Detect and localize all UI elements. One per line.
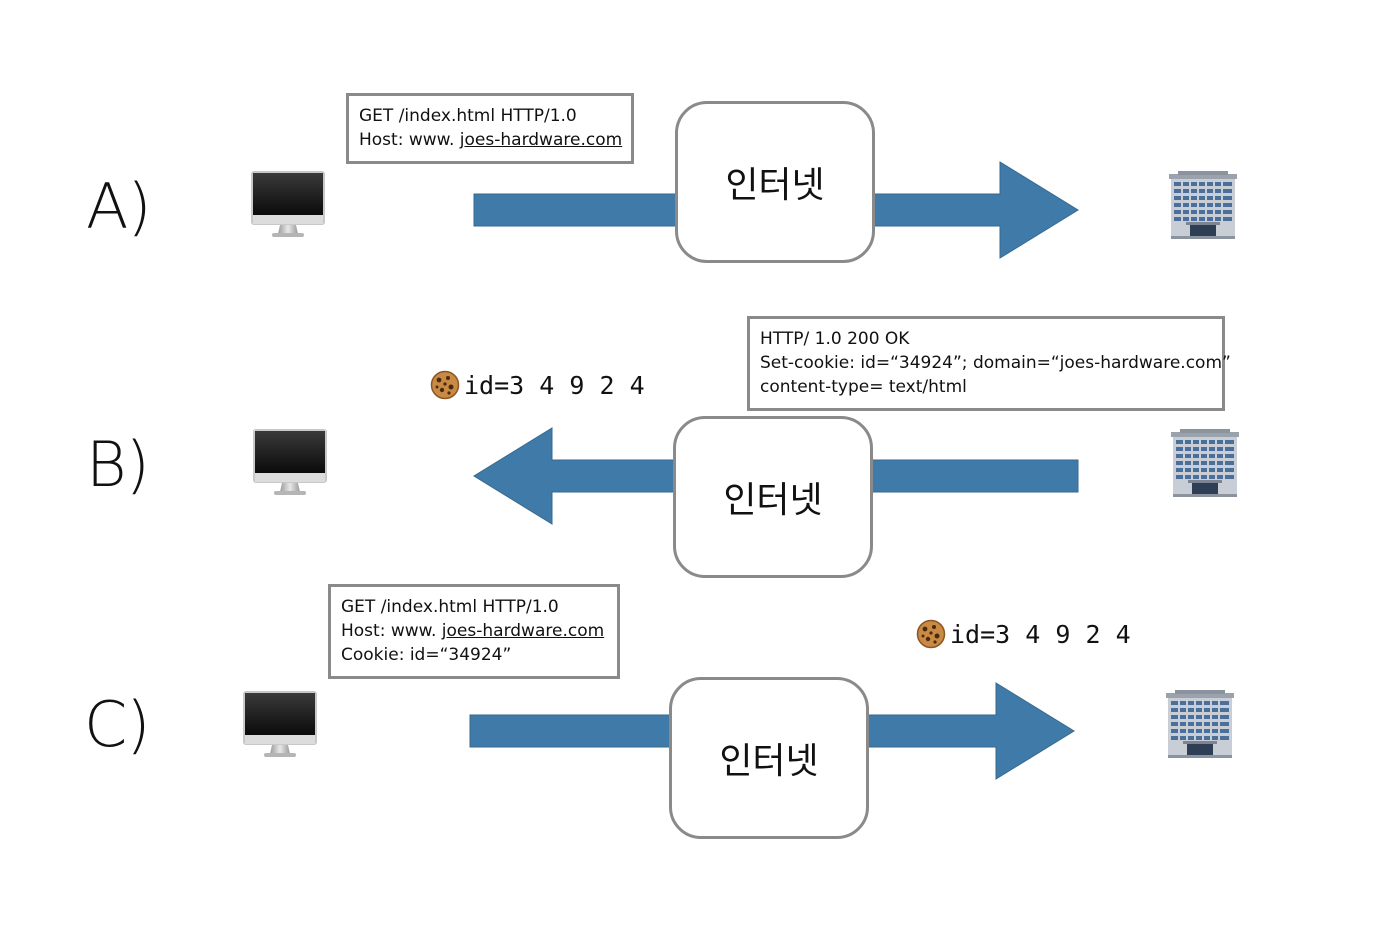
host-line: Host: www. joes-hardware.com [359,130,623,150]
row-label-a: A) [86,170,152,243]
set-cookie-line: Set-cookie: id=“34924”; domain=“joes-har… [760,353,1231,373]
host-domain-link[interactable]: joes-hardware.com [459,130,623,150]
cookie-value-c: id=3 4 9 2 4 [916,619,1131,649]
office-building-icon [1170,429,1240,497]
cookie-icon [430,370,460,400]
content-type-line: content-type= text/html [760,377,967,397]
request-line: GET /index.html HTTP/1.0 [341,597,559,617]
http-response-box-b: HTTP/ 1.0 200 OK Set-cookie: id=“34924”;… [747,316,1231,411]
http-request-box-c: GET /index.html HTTP/1.0 Host: www. joes… [328,584,620,679]
desktop-monitor-icon [242,690,318,760]
office-building-icon [1168,171,1238,239]
row-label-b: B) [86,428,150,501]
cookie-value-b: id=3 4 9 2 4 [430,370,645,400]
internet-cloud-a: 인터넷 [675,101,875,263]
host-line: Host: www. joes-hardware.com [341,621,605,641]
internet-cloud-b: 인터넷 [673,416,873,578]
row-label-c: C) [84,688,150,761]
cookie-header-line: Cookie: id=“34924” [341,645,512,665]
host-domain-link[interactable]: joes-hardware.com [441,621,605,641]
http-request-box-a: GET /index.html HTTP/1.0 Host: www. joes… [346,93,634,164]
office-building-icon [1165,690,1235,758]
desktop-monitor-icon [252,428,328,498]
status-line: HTTP/ 1.0 200 OK [760,329,910,349]
internet-cloud-c: 인터넷 [669,677,869,839]
desktop-monitor-icon [250,170,326,240]
request-line: GET /index.html HTTP/1.0 [359,106,577,126]
cookie-icon [916,619,946,649]
